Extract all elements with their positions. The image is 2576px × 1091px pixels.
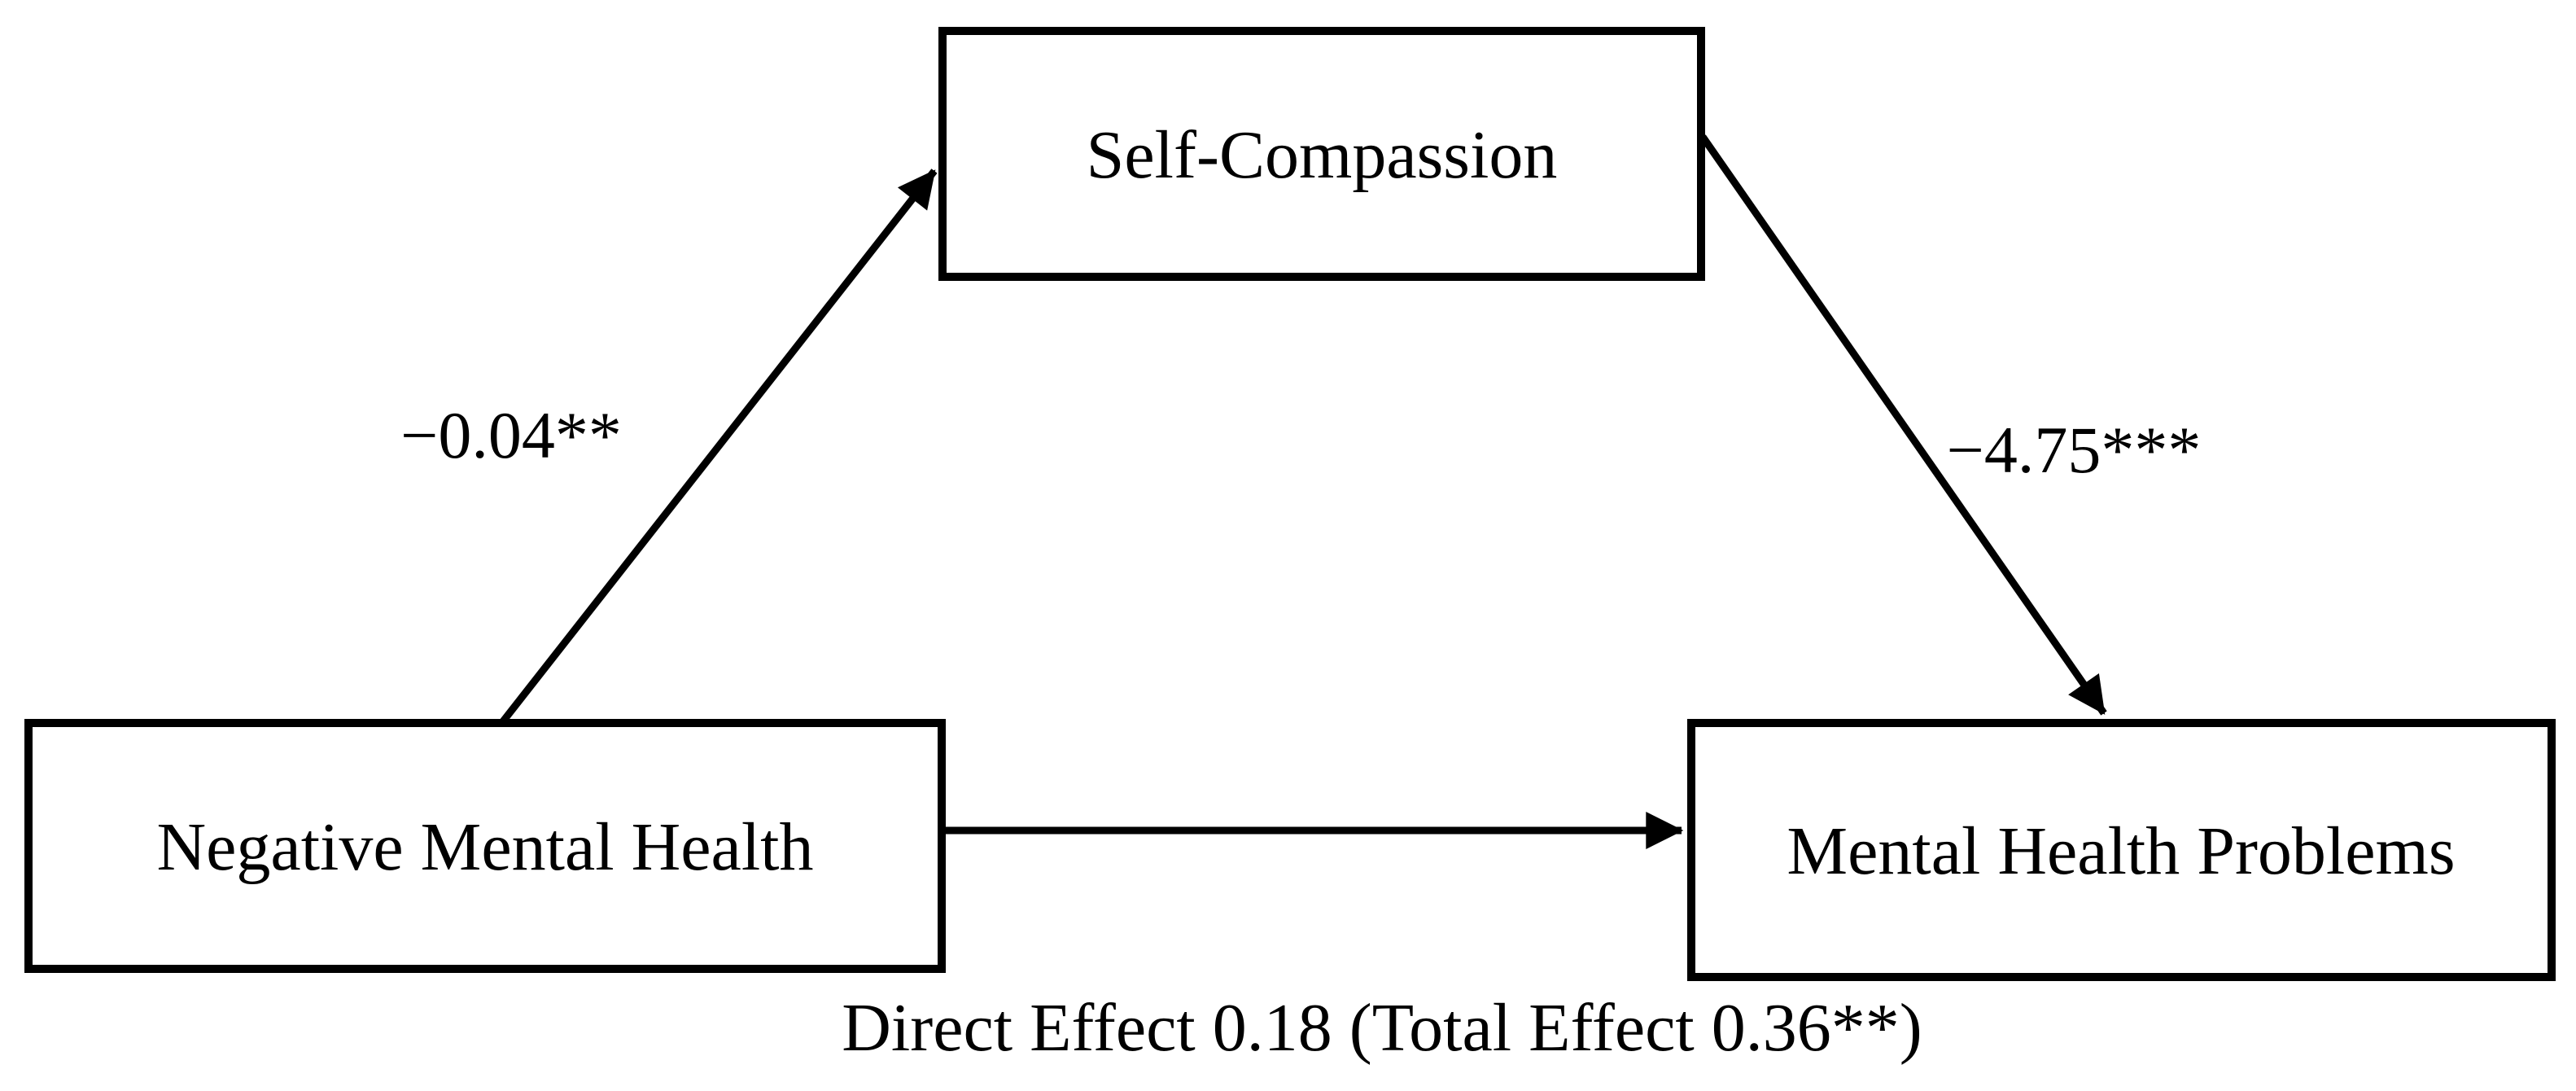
node-label-mediator: Self-Compassion xyxy=(1087,117,1558,193)
path-b-arrow xyxy=(1699,134,2107,716)
node-label-outcome: Mental Health Problems xyxy=(1787,813,2455,889)
node-box-predictor xyxy=(24,719,946,973)
figure-caption: Direct Effect 0.18 (Total Effect 0.36**) xyxy=(842,990,1922,1066)
node-box-mediator xyxy=(938,27,1705,281)
path-a-arrow xyxy=(500,169,938,724)
path-b-coefficient: −4.75*** xyxy=(1947,413,2202,487)
node-box-outcome xyxy=(1687,719,2556,981)
node-label-predictor: Negative Mental Health xyxy=(156,809,813,885)
path-a-coefficient: −0.04** xyxy=(400,398,622,472)
